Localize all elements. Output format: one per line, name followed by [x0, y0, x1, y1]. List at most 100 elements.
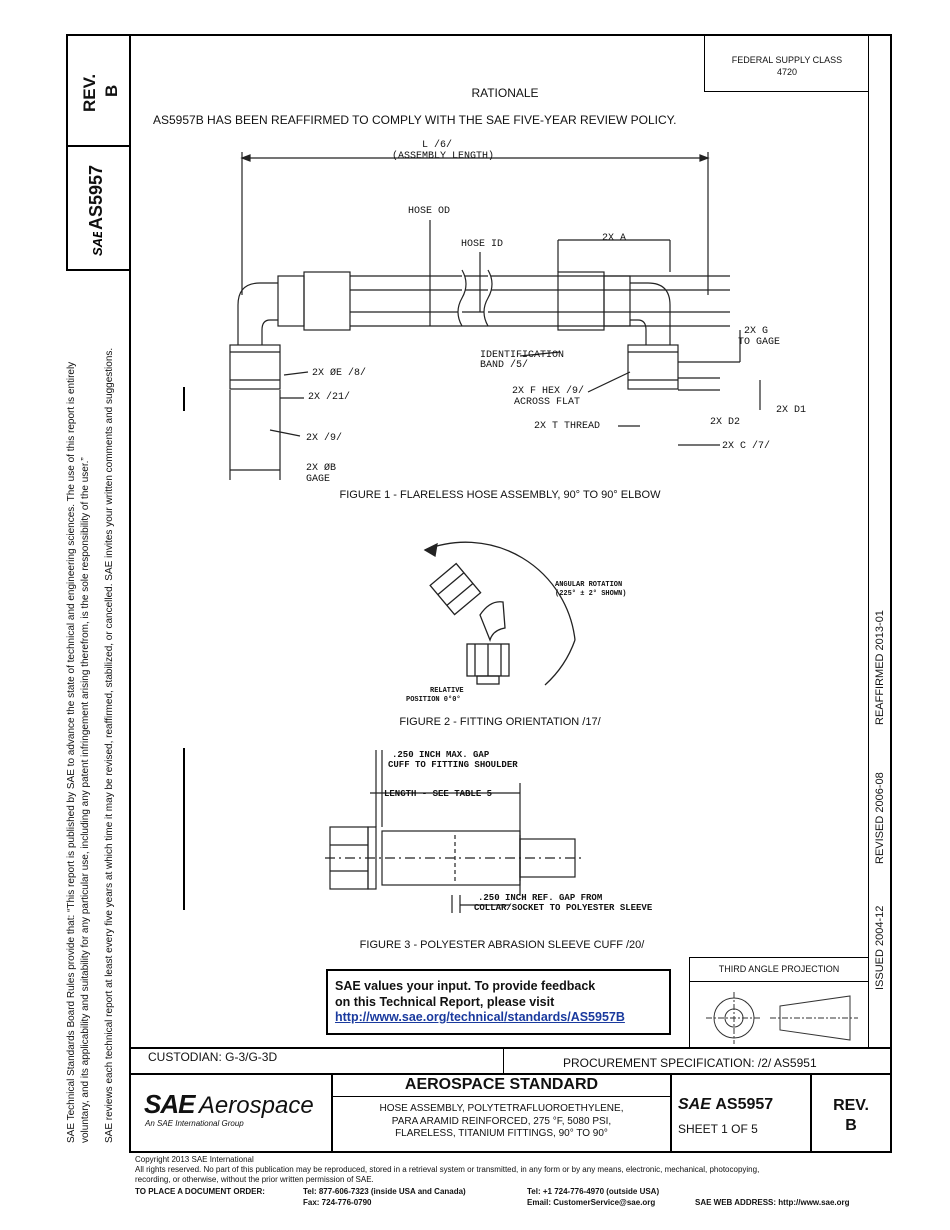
- frame-top: [66, 34, 891, 36]
- footer-doc-number-block: SAE AS5957: [678, 1096, 773, 1114]
- fig1-label-band: BAND /5/: [480, 360, 529, 371]
- order-label: TO PLACE A DOCUMENT ORDER:: [135, 1187, 265, 1196]
- fig1-label-21: 2X /21/: [308, 392, 351, 403]
- fig3-label-gap1: .250 INCH MAX. GAP: [392, 750, 490, 760]
- footer-rev-value: B: [845, 1117, 857, 1134]
- fig2-label-angular-rotation: ANGULAR ROTATION: [555, 581, 623, 589]
- feedback-box: SAE values your input. To provide feedba…: [326, 969, 671, 1035]
- footer-bottom-line: [129, 1151, 892, 1153]
- logo-main-text: Aerospace: [198, 1092, 314, 1119]
- fig1-label-t-thread: 2X T THREAD: [534, 421, 601, 432]
- figure-3-caption: FIGURE 3 - POLYESTER ABRASION SLEEVE CUF…: [359, 939, 645, 951]
- footer-top-line: [129, 1047, 892, 1049]
- rev-value-rotated: B: [102, 84, 121, 97]
- rationale-title: RATIONALE: [471, 86, 539, 100]
- sheet-text: SHEET 1 OF 5: [678, 1122, 758, 1136]
- fig1-label-across-flat: ACROSS FLAT: [514, 397, 581, 408]
- sae-logo-footer-icon: SAE: [678, 1096, 711, 1113]
- procurement-text: PROCUREMENT SPECIFICATION: /2/ AS5951: [563, 1056, 817, 1070]
- frame-docnum-bottom: [66, 269, 130, 271]
- side-text-line2: voluntary, and its applicability and sui…: [80, 457, 91, 1143]
- email[interactable]: Email: CustomerService@sae.org: [527, 1198, 656, 1207]
- fig3-label-length: LENGTH - SEE TABLE 5: [384, 789, 493, 799]
- feedback-url-link[interactable]: http://www.sae.org/technical/standards/A…: [335, 1010, 625, 1024]
- fig1-label-b: 2X ØB: [306, 463, 337, 474]
- frame-strip-line: [868, 34, 869, 1048]
- feedback-line1: SAE values your input. To provide feedba…: [335, 979, 596, 993]
- frame-right: [890, 34, 892, 1152]
- footer-rev-label: REV.: [833, 1097, 869, 1114]
- fig1-label-e: 2X ØE /8/: [312, 368, 367, 379]
- reaffirmed-date: REAFFIRMED 2013-01: [874, 610, 886, 725]
- fig2-label-relative: RELATIVE: [430, 687, 464, 695]
- fax: Fax: 724-776-0790: [303, 1198, 372, 1207]
- rights-line1: All rights reserved. No part of this pub…: [135, 1165, 760, 1174]
- desc-line3: FLARELESS, TITANIUM FITTINGS, 90° TO 90°: [395, 1128, 608, 1139]
- footer-doc-number: AS5957: [715, 1096, 774, 1113]
- projection-label: THIRD ANGLE PROJECTION: [718, 964, 840, 974]
- fig1-label-assembly-length: (ASSEMBLY LENGTH): [392, 151, 495, 162]
- standard-title: AEROSPACE STANDARD: [404, 1076, 599, 1093]
- figure-3-drawing: [325, 750, 585, 913]
- tel-outside: Tel: +1 724-776-4970 (outside USA): [527, 1187, 660, 1196]
- frame-rev-divider: [66, 145, 130, 147]
- logo-sub-text: An SAE International Group: [145, 1119, 244, 1128]
- footer-rev-divider: [810, 1074, 812, 1152]
- fig1-label-hose-od: HOSE OD: [408, 206, 451, 217]
- frame-left: [66, 34, 68, 270]
- tel-usa: Tel: 877-606-7323 (inside USA and Canada…: [303, 1187, 466, 1196]
- footer-row2-line: [129, 1073, 892, 1075]
- fsc-value: 4720: [776, 67, 798, 77]
- feedback-line2: on this Technical Report, please visit: [335, 995, 555, 1009]
- change-bar-2: [183, 748, 185, 910]
- fig1-label-gage: GAGE: [306, 474, 331, 485]
- figure-2-caption: FIGURE 2 - FITTING ORIENTATION /17/: [399, 716, 601, 728]
- doc-number-rotated: AS5957: [86, 164, 106, 230]
- fig1-label-length: L /6/: [422, 140, 453, 151]
- issued-date: ISSUED 2004-12: [874, 905, 886, 990]
- footer-desc-divider: [670, 1074, 672, 1152]
- footer-custodian-divider: [503, 1048, 504, 1074]
- fig1-label-g: 2X G: [744, 326, 769, 337]
- fig1-label-c: 2X C /7/: [722, 441, 771, 452]
- fig1-label-f-hex: 2X F HEX /9/: [512, 386, 585, 397]
- rev-label-rotated: REV.: [80, 73, 99, 112]
- side-text-line1: SAE Technical Standards Board Rules prov…: [66, 361, 77, 1143]
- change-bar-1: [183, 387, 185, 411]
- side-text-line3: SAE reviews each technical report at lea…: [104, 347, 115, 1143]
- sae-aerospace-logo: SAE Aerospace: [144, 1089, 314, 1119]
- fig1-label-a: 2X A: [602, 233, 627, 244]
- rights-line2: recording, or otherwise, without the pri…: [135, 1175, 374, 1184]
- copyright: Copyright 2013 SAE International: [135, 1155, 254, 1164]
- fig2-label-shown: (225° ± 2° SHOWN): [555, 590, 627, 598]
- footer-logo-divider: [331, 1074, 333, 1152]
- fig1-label-to-gage: TO GAGE: [738, 337, 781, 348]
- sae-logo-small-icon: SAE: [90, 232, 105, 256]
- fig2-label-position: POSITION 0°0°: [406, 696, 461, 704]
- fig1-label-d2: 2X D2: [710, 417, 741, 428]
- frame-inner-left: [129, 34, 131, 1152]
- fsc-label: FEDERAL SUPPLY CLASS: [731, 55, 843, 65]
- fig1-label-hose-id: HOSE ID: [461, 239, 504, 250]
- fig1-label-id-band: IDENTIFICATION: [480, 350, 565, 361]
- figure-1-caption: FIGURE 1 - FLARELESS HOSE ASSEMBLY, 90° …: [339, 489, 661, 501]
- fig3-label-gap2: .250 INCH REF. GAP FROM: [478, 893, 603, 903]
- custodian-text: CUSTODIAN: G-3/G-3D: [148, 1050, 278, 1064]
- projection-box-divider: [689, 981, 869, 982]
- figure-2-drawing: [423, 541, 576, 686]
- rationale-text: AS5957B HAS BEEN REAFFIRMED TO COMPLY WI…: [153, 113, 677, 127]
- projection-box-left: [689, 957, 690, 1048]
- third-angle-projection-icon: [706, 992, 858, 1044]
- fig1-label-9: 2X /9/: [306, 433, 343, 444]
- fig1-label-d1: 2X D1: [776, 405, 807, 416]
- web-address[interactable]: SAE WEB ADDRESS: http://www.sae.org: [695, 1198, 850, 1207]
- fsc-box-bottom: [704, 91, 869, 92]
- revised-date: REVISED 2006-08: [874, 772, 886, 864]
- projection-box-top: [689, 957, 869, 958]
- fig3-label-gap2b: COLLAR/SOCKET TO POLYESTER SLEEVE: [474, 903, 653, 913]
- svg-text:SAE: SAE: [90, 232, 105, 256]
- fsc-box-left: [704, 34, 705, 92]
- figure-1-drawing: [229, 152, 761, 480]
- desc-line1: HOSE ASSEMBLY, POLYTETRAFLUOROETHYLENE,: [379, 1103, 624, 1114]
- desc-line2: PARA ARAMID REINFORCED, 275 °F, 5080 PSI…: [391, 1116, 612, 1127]
